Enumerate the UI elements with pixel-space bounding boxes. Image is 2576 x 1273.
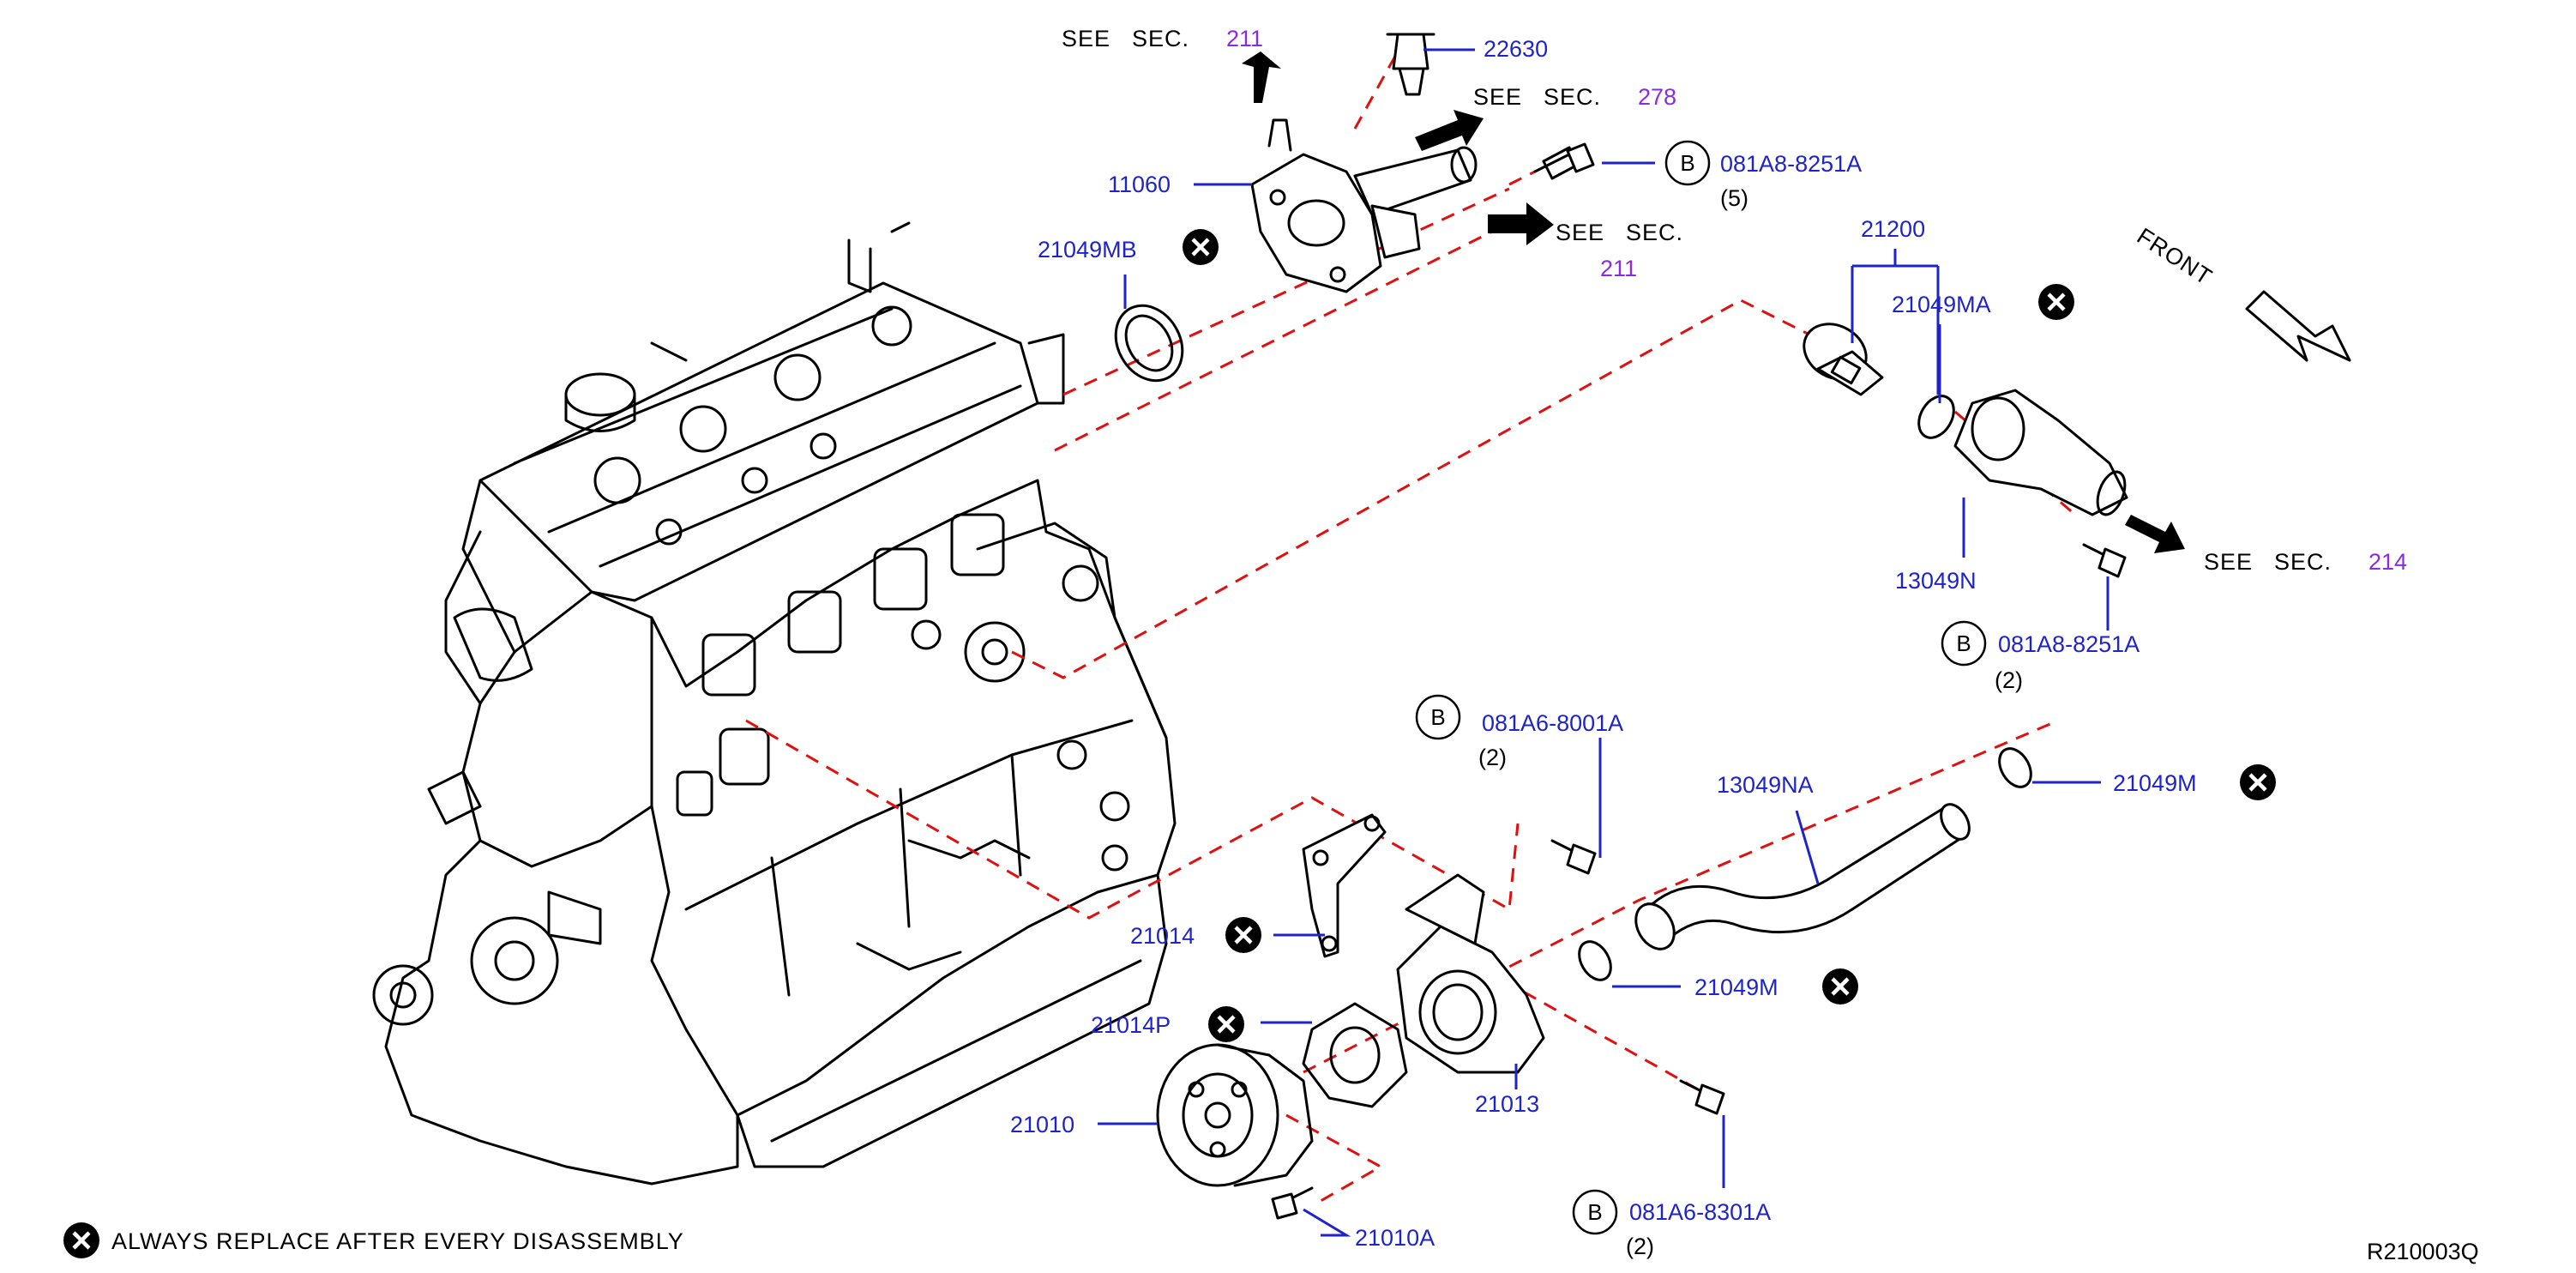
bolt-081A6-8301A (1679, 1079, 1725, 1115)
replace-x-icon (1822, 968, 1858, 1005)
part-number-labels: 22630 11060 21049MB 081A8-8251A (5) 2120… (1010, 36, 2197, 1259)
svg-text:SEE: SEE (1556, 220, 1604, 245)
svg-text:SEC.: SEC. (1132, 26, 1189, 51)
qty-081A6-8301A: (2) (1626, 1234, 1654, 1259)
label-21013: 21013 (1475, 1091, 1539, 1117)
gasket-21014P (1302, 1002, 1408, 1108)
bolt-21010A (1271, 1186, 1314, 1220)
bolt-badge-letter: B (1680, 150, 1694, 176)
thermostat-housing-13049N (1953, 389, 2128, 516)
legend-text: ALWAYS REPLACE AFTER EVERY DISASSEMBLY (111, 1228, 684, 1254)
svg-text:SEC.: SEC. (1544, 84, 1601, 110)
replace-x-icon (1208, 1006, 1244, 1042)
qty-081A8-top: (5) (1720, 185, 1748, 211)
gasket-21049MB (1114, 304, 1184, 383)
label-21014P: 21014P (1091, 1012, 1171, 1038)
svg-text:SEC.: SEC. (2274, 549, 2332, 575)
label-22630: 22630 (1484, 36, 1548, 62)
bolt-badge-letter: B (1430, 704, 1445, 730)
see-sec-ref: SEE SEC. 211 (1556, 220, 1683, 281)
bolt-081A8-8251A-top (1533, 142, 1595, 180)
water-inlet-21013 (1396, 873, 1545, 1074)
replace-x-icon (2038, 284, 2074, 320)
water-pump-21010 (1156, 1043, 1314, 1187)
leader-lines (1098, 48, 2110, 1237)
svg-text:SEE: SEE (1062, 26, 1110, 51)
label-081A6-8301A: 081A6-8301A (1629, 1199, 1771, 1225)
water-hose-13049NA (1634, 803, 1971, 950)
bolt-081A6-8001A (1550, 839, 1597, 875)
water-outlet-11060 (1250, 118, 1478, 293)
gasket-21049M-upper (1998, 747, 2032, 788)
label-081A8-8251A-right: 081A8-8251A (1998, 631, 2140, 657)
label-081A6-8001A: 081A6-8001A (1482, 710, 1623, 736)
svg-text:211: 211 (1226, 26, 1263, 51)
front-arrow-icon (2245, 290, 2351, 362)
svg-text:SEE: SEE (1473, 84, 1522, 110)
front-label: FRONT (2133, 223, 2218, 291)
label-21200: 21200 (1861, 216, 1925, 242)
arrow-up-icon (1242, 51, 1281, 103)
engine-assembly-drawing (372, 221, 1177, 1186)
thermostat-21200 (1803, 323, 1884, 396)
label-21010A: 21010A (1355, 1225, 1435, 1251)
label-081A8-8251A-top: 081A8-8251A (1720, 151, 1862, 177)
bolt-badge-letter: B (1956, 630, 1971, 656)
arrow-right-icon (2125, 515, 2185, 553)
arrow-right-icon (1488, 202, 1554, 245)
svg-text:SEE: SEE (2204, 549, 2253, 575)
replace-x-icon (2240, 764, 2276, 800)
label-11060: 11060 (1108, 172, 1171, 197)
gasket-21049M-lower (1578, 940, 1612, 981)
label-21049MA: 21049MA (1892, 292, 1991, 317)
svg-text:278: 278 (1638, 84, 1676, 110)
qty-081A8-right: (2) (1995, 667, 2023, 693)
see-sec-ref: SEE SEC. 211 (1062, 26, 1263, 51)
label-21049MB: 21049MB (1038, 237, 1137, 262)
see-sec-ref: SEE SEC. 278 (1473, 84, 1676, 110)
see-sec-ref: SEE SEC. 214 (2204, 549, 2407, 575)
gasket-21049MA (1917, 395, 1955, 439)
arrow-right-icon (1415, 110, 1484, 151)
diagram-id: R210003Q (2367, 1239, 2479, 1264)
temperature-sensor-22630 (1386, 33, 1435, 96)
replace-x-icon (1225, 917, 1261, 953)
label-21049M-upper: 21049M (2113, 770, 2197, 796)
svg-text:SEC.: SEC. (1626, 220, 1683, 245)
bracket-21014 (1302, 813, 1387, 958)
label-21014: 21014 (1130, 923, 1195, 949)
bolt-badge-letter: B (1587, 1199, 1602, 1225)
bolt-badges: B B B B (1415, 140, 1987, 1235)
svg-text:214: 214 (2368, 549, 2407, 575)
section-references: SEE SEC. 211 SEE SEC. 278 SEE SEC. 211 S… (1062, 26, 2407, 575)
label-13049NA: 13049NA (1717, 772, 1814, 798)
bolt-081A8-8251A-right (2082, 543, 2127, 578)
label-21049M-lower: 21049M (1694, 974, 1779, 1000)
replace-x-icon (1183, 229, 1219, 265)
label-21010: 21010 (1010, 1112, 1074, 1137)
label-13049N: 13049N (1895, 568, 1977, 594)
replace-x-icon (63, 1222, 99, 1258)
direction-arrows (1242, 51, 2351, 553)
qty-081A6-8001A: (2) (1478, 745, 1507, 770)
replace-marks (63, 229, 2276, 1258)
svg-text:211: 211 (1600, 256, 1637, 281)
